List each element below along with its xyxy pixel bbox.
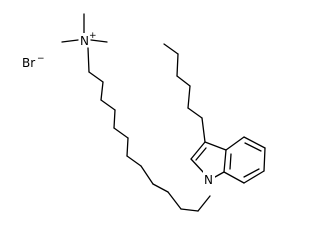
chemical-structure-diagram: Br − N + N: [22, 13, 266, 212]
bromide-charge: −: [37, 54, 45, 64]
bond-c3a-c7a: [223, 149, 227, 173]
hexyl-bond-3: [187, 85, 191, 109]
bond-c3a-c4: [225, 136, 245, 151]
chain-bond-9: [140, 165, 154, 185]
benzene-ring: [223, 136, 266, 184]
chain-bond-5: [113, 109, 116, 129]
bond-c3a-c7a-inner: [229, 153, 232, 170]
ammonium-n-symbol: N: [80, 34, 89, 48]
hexyl-bond-1: [201, 117, 206, 143]
bond-c4-c5: [243, 136, 266, 149]
bond-c4-c5-double: [244, 142, 262, 152]
chain-bond-13: [197, 195, 211, 212]
chain-bond-12: [180, 208, 199, 212]
bond-c3-c3a: [204, 141, 227, 151]
bond-c2-c3-double: [195, 147, 207, 161]
indole-nitrogen: N: [203, 171, 215, 187]
chain-bond-11: [167, 191, 182, 210]
bromide-counterion: Br −: [22, 54, 45, 70]
ammonium-charge: +: [89, 31, 97, 41]
pyrrole-ring: [190, 141, 227, 178]
bond-c6-c7-double: [243, 168, 260, 178]
bromide-symbol: Br: [22, 56, 35, 70]
undecyl-chain: [87, 47, 211, 212]
trimethylammonium-methyls: [61, 13, 108, 43]
bond-c2-c3: [190, 141, 206, 160]
chain-bond-6: [113, 127, 129, 139]
bond-n-methyl-right: [90, 39, 108, 43]
hexyl-bond-2: [187, 107, 203, 119]
chain-bond-8: [126, 155, 142, 167]
hexyl-bond-5: [176, 53, 179, 77]
ammonium-nitrogen: N +: [79, 31, 97, 48]
chain-bond-7: [126, 137, 129, 157]
chain-bond-1: [87, 47, 90, 73]
indole-n-symbol: N: [204, 173, 213, 187]
chain-bond-10: [152, 183, 169, 193]
bond-c5-c6: [263, 147, 266, 172]
bond-n1-c2: [190, 158, 205, 174]
bond-n-methyl-left: [61, 39, 79, 43]
hexyl-chain: [163, 43, 206, 143]
chain-bond-2: [88, 71, 104, 83]
bond-c7a-n1: [214, 171, 225, 178]
bond-c7-c7a: [223, 171, 245, 184]
hexyl-bond-4: [176, 75, 191, 87]
chain-bond-4: [100, 99, 116, 111]
bond-c6-c7: [243, 170, 265, 184]
chain-bond-3: [100, 81, 104, 101]
hexyl-bond-6: [163, 43, 179, 55]
